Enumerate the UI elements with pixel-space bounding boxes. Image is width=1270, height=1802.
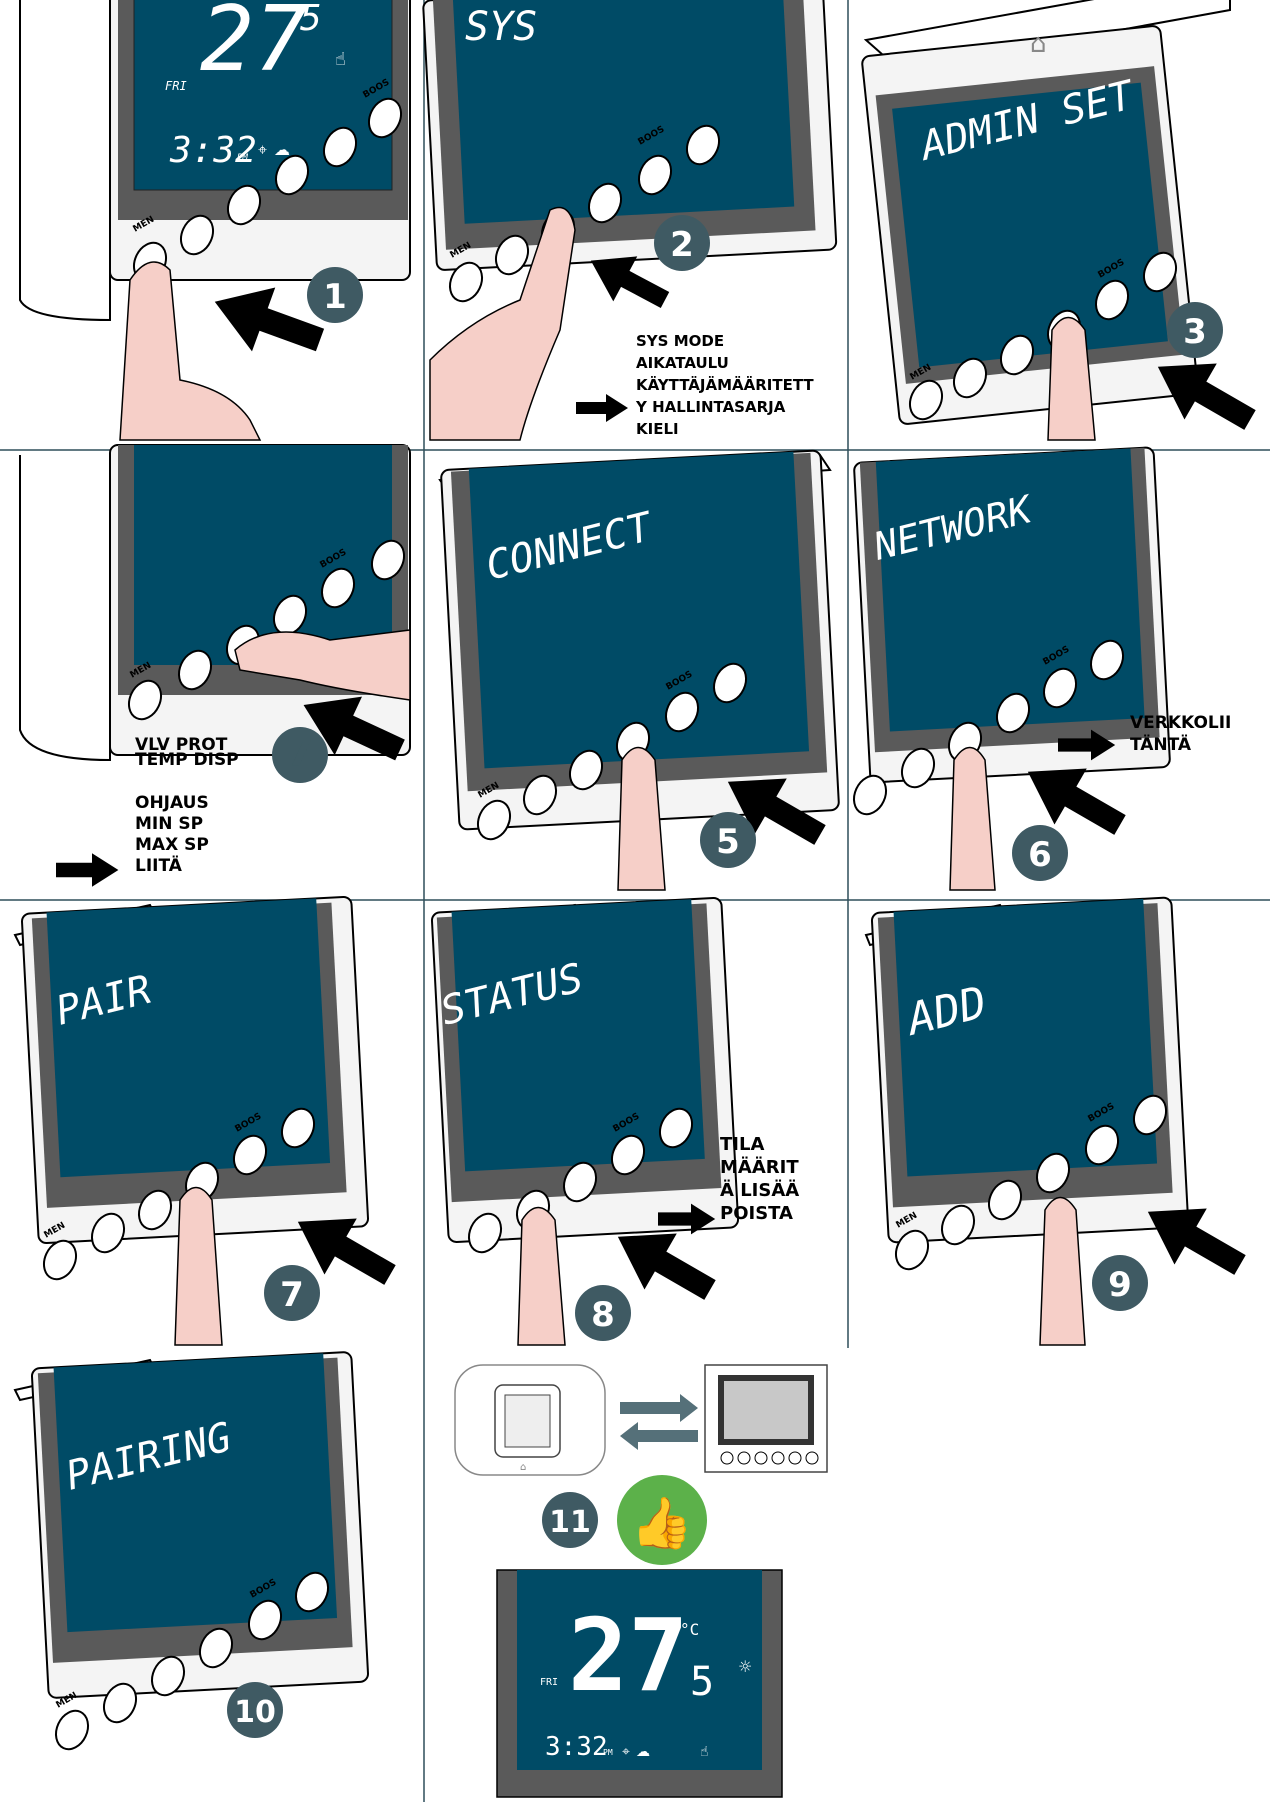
signal-icon: ⌖ <box>622 1744 630 1760</box>
lcd-temperature-decimal: 5 <box>300 0 322 39</box>
step-number: 7 <box>286 729 314 775</box>
svg-text:POISTA: POISTA <box>720 1203 793 1224</box>
receive-arrow-icon <box>620 1422 698 1450</box>
step-number: 6 <box>1028 835 1052 875</box>
thumbs-up-glyph: 👍 <box>631 1494 693 1552</box>
panel-4: MEN BOOS 7 VLV PROT TEMP DISP OHJAUS MIN… <box>20 445 414 887</box>
svg-text:KIELI: KIELI <box>636 420 679 438</box>
menu-list: SYS MODE AIKATAULU KÄYTTÄJÄMÄÄRITETT Y H… <box>635 332 814 438</box>
panel-5: CONNECT MEN BOOS 5 <box>440 450 839 890</box>
lcd-ampm: PM <box>237 153 248 163</box>
pointer-arrow-icon <box>576 394 628 422</box>
cloud-icon: ☁ <box>274 140 290 159</box>
final-day: FRI <box>540 1677 558 1688</box>
step-number: 3 <box>1183 312 1207 352</box>
step-number: 1 <box>323 277 347 317</box>
svg-text:AIKATAULU: AIKATAULU <box>636 354 729 372</box>
pointer-arrow-icon <box>56 853 118 887</box>
svg-text:MAX SP: MAX SP <box>135 835 209 855</box>
step-number: 2 <box>670 225 694 265</box>
final-unit: °C <box>680 1620 699 1639</box>
final-temperature: 27 <box>568 1597 688 1714</box>
final-ampm: PM <box>603 1748 613 1757</box>
step-number: 7 <box>280 1275 304 1315</box>
panel-2: SYS MEN BOOS 2 SYS MODE AIKATAULU KÄYTTÄ… <box>423 0 837 440</box>
step-number: 5 <box>716 822 740 862</box>
svg-text:KÄYTTÄJÄMÄÄRITETT: KÄYTTÄJÄMÄÄRITETT <box>636 375 814 394</box>
svg-text:MÄÄRIT: MÄÄRIT <box>720 1156 799 1178</box>
svg-text:LIITÄ: LIITÄ <box>135 854 183 876</box>
home-icon: ⌂ <box>520 1462 526 1473</box>
panel-9: ADD MEN BOOS 9 <box>866 897 1256 1345</box>
signal-icon: ⌖ <box>258 140 267 159</box>
cloud-icon: ☁ <box>636 1744 650 1760</box>
step-number: 11 <box>549 1505 591 1540</box>
svg-text:VERKKOLII: VERKKOLII <box>1130 713 1231 733</box>
lcd-temperature: 27 <box>200 0 308 92</box>
sun-icon: ☼ <box>738 1657 752 1676</box>
step-number: 9 <box>1108 1265 1132 1305</box>
hand-icon: ☝ <box>335 49 346 70</box>
svg-text:Y HALLINTASARJA: Y HALLINTASARJA <box>635 398 786 416</box>
panel-6: NETWORK BOOS 6 VERKKOLII TÄNTÄ <box>848 447 1231 890</box>
finger-icon <box>120 262 260 440</box>
hand-icon: ☝ <box>700 1744 709 1760</box>
panel-1: 27 5 FRI 3:32 PM ⌖ ☁ ☝ MEN BOOS 1 <box>20 0 410 440</box>
menu-list: VLV PROT TEMP DISP OHJAUS MIN SP MAX SP … <box>135 735 239 876</box>
panel-7: PAIR MEN BOOS 7 <box>15 897 406 1345</box>
svg-text:SYS MODE: SYS MODE <box>636 332 724 350</box>
svg-text:MIN SP: MIN SP <box>135 814 203 834</box>
panel-8: STATUS BOOS 8 TILA MÄÄRIT Ä LISÄÄ POISTA <box>432 898 800 1345</box>
svg-text:TEMP DISP: TEMP DISP <box>135 750 239 770</box>
panel-10: PAIRING MEN BOOS 10 <box>15 1352 368 1755</box>
svg-text:TÄNTÄ: TÄNTÄ <box>1130 733 1192 755</box>
svg-text:Ä LISÄÄ: Ä LISÄÄ <box>720 1179 799 1201</box>
menu-button[interactable] <box>50 1706 94 1755</box>
step-number: 10 <box>234 1695 276 1730</box>
home-icon: ⌂ <box>1030 29 1047 59</box>
lcd-time: 3:32 <box>169 130 257 171</box>
lcd-text: SYS <box>465 4 537 50</box>
final-temperature-decimal: 5 <box>690 1659 714 1705</box>
panel-3: ⌂ ADMIN SET MEN BOOS 3 <box>861 0 1266 448</box>
lcd-day: FRI <box>165 79 187 93</box>
step-number: 8 <box>591 1295 615 1335</box>
send-arrow-icon <box>620 1394 698 1422</box>
final-time: 3:32 <box>545 1732 608 1762</box>
svg-text:OHJAUS: OHJAUS <box>135 793 209 813</box>
svg-text:TILA: TILA <box>720 1134 764 1155</box>
panel-11: ⌂ 11 👍 27 5 °C FRI 3:32 PM ⌖ ☁ ☼ ☝ <box>455 1365 827 1797</box>
